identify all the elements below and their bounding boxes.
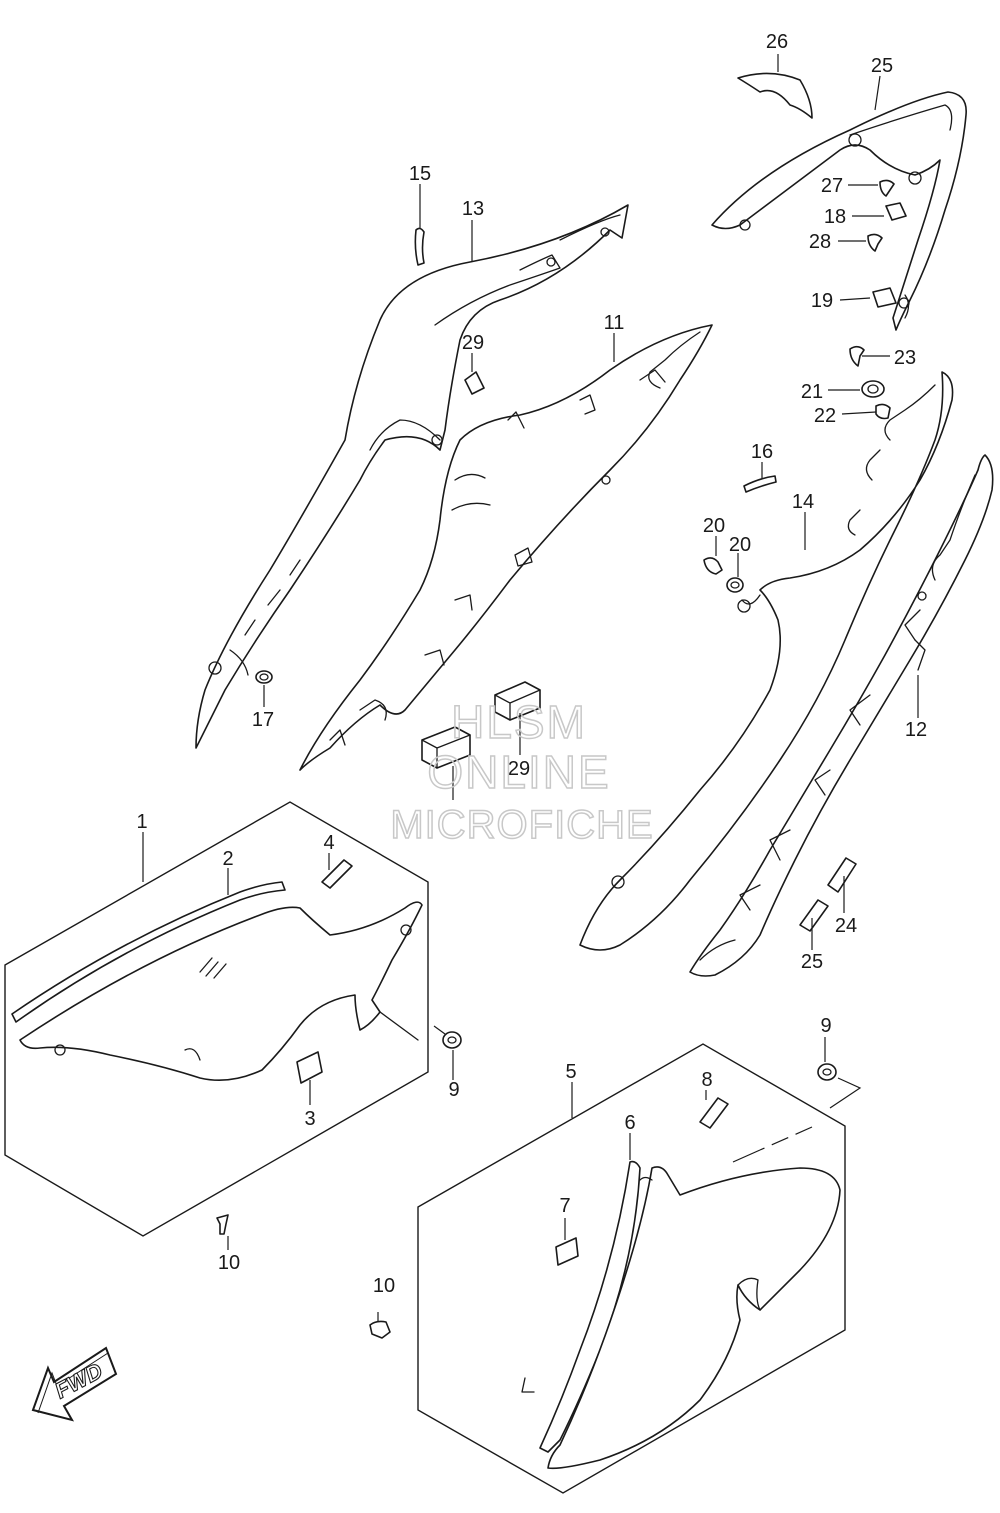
callout-19: 20 bbox=[729, 534, 751, 556]
callout-12: 12 bbox=[905, 719, 927, 741]
callout-28: 29 bbox=[462, 332, 484, 354]
callout-24a: 24 bbox=[835, 915, 857, 937]
callout-8: 8 bbox=[701, 1069, 712, 1091]
part-25-tail-cover bbox=[711, 91, 967, 331]
leader-lines bbox=[142, 54, 919, 1250]
part-11-inner-cover bbox=[299, 324, 713, 771]
callout-7: 7 bbox=[559, 1195, 570, 1217]
watermark-line-2: ONLINE bbox=[427, 746, 610, 798]
callout-26: 26 bbox=[766, 31, 788, 53]
collar-19 bbox=[726, 577, 744, 593]
part-13-frame-cover-left bbox=[195, 204, 629, 749]
callout-27b: 28 bbox=[809, 231, 831, 253]
part-24-label-upper bbox=[827, 857, 857, 893]
callout-14: 14 bbox=[792, 491, 814, 513]
collar-22 bbox=[875, 403, 891, 420]
callout-labels: 26 25 27 18 28 19 23 21 22 15 13 29 11 1… bbox=[136, 31, 927, 1297]
watermark: HLSM ONLINE MICROFICHE bbox=[390, 695, 654, 848]
callout-4: 4 bbox=[323, 832, 334, 854]
callout-20a: 18 bbox=[824, 206, 846, 228]
callout-6: 6 bbox=[624, 1112, 635, 1134]
washer-21 bbox=[861, 380, 885, 398]
part-4-label bbox=[321, 859, 353, 889]
callout-5: 5 bbox=[565, 1061, 576, 1083]
clip-10-upper bbox=[216, 1214, 229, 1235]
callout-10a: 10 bbox=[218, 1252, 240, 1274]
part-29-pad-lower bbox=[421, 726, 471, 769]
part-3-label bbox=[296, 1051, 323, 1084]
callout-1: 1 bbox=[136, 811, 147, 833]
part-26-trim-piece bbox=[737, 72, 813, 119]
watermark-line-1: HLSM bbox=[451, 696, 587, 748]
callout-25: 25 bbox=[871, 55, 893, 77]
callout-2: 2 bbox=[222, 848, 233, 870]
grommet-9-right bbox=[817, 1063, 837, 1081]
part-28-clip bbox=[464, 371, 485, 395]
screw-27a bbox=[879, 179, 895, 197]
hardware-group-right bbox=[849, 179, 907, 420]
callout-29a: 29 bbox=[508, 758, 530, 780]
part-5-assembly bbox=[417, 1043, 846, 1494]
callout-15: 15 bbox=[409, 163, 431, 185]
fwd-arrow-icon: FWD bbox=[31, 1346, 118, 1422]
part-7-label bbox=[555, 1237, 579, 1266]
screw-23 bbox=[849, 345, 865, 367]
callout-24b: 25 bbox=[801, 951, 823, 973]
part-6-trim-strip bbox=[539, 1160, 641, 1453]
watermark-line-3: MICROFICHE bbox=[390, 803, 653, 847]
screw-18 bbox=[703, 557, 723, 575]
callout-3: 3 bbox=[304, 1108, 315, 1130]
nut-20b bbox=[872, 287, 897, 308]
part-16-strip bbox=[743, 475, 777, 493]
callout-16: 16 bbox=[751, 441, 773, 463]
callout-20b: 19 bbox=[811, 290, 833, 312]
callout-23: 23 bbox=[894, 347, 916, 369]
grommet-9-left bbox=[442, 1031, 462, 1049]
part-12-frame-cover-right bbox=[689, 454, 994, 977]
part-24-label-lower bbox=[799, 899, 829, 932]
callout-22: 22 bbox=[814, 405, 836, 427]
callout-27a: 27 bbox=[821, 175, 843, 197]
callout-10b: 10 bbox=[373, 1275, 395, 1297]
callout-13: 13 bbox=[462, 198, 484, 220]
part-14-side-cover bbox=[579, 371, 954, 951]
callout-9b: 9 bbox=[448, 1079, 459, 1101]
callout-18: 20 bbox=[703, 515, 725, 537]
callout-11: 11 bbox=[604, 312, 625, 334]
nut-20a bbox=[885, 202, 907, 221]
part-2-trim-strip bbox=[11, 881, 286, 1023]
callout-9a: 9 bbox=[820, 1015, 831, 1037]
part-15-strip bbox=[414, 227, 425, 266]
part-1-assembly bbox=[4, 801, 429, 1237]
clip-10-lower bbox=[369, 1312, 391, 1339]
callout-17: 17 bbox=[252, 709, 274, 731]
part-29-pad-upper bbox=[494, 681, 541, 721]
part-8-label bbox=[699, 1097, 729, 1129]
callout-21: 21 bbox=[801, 381, 823, 403]
screw-27b bbox=[867, 233, 883, 252]
part-17-grommet bbox=[255, 670, 273, 684]
